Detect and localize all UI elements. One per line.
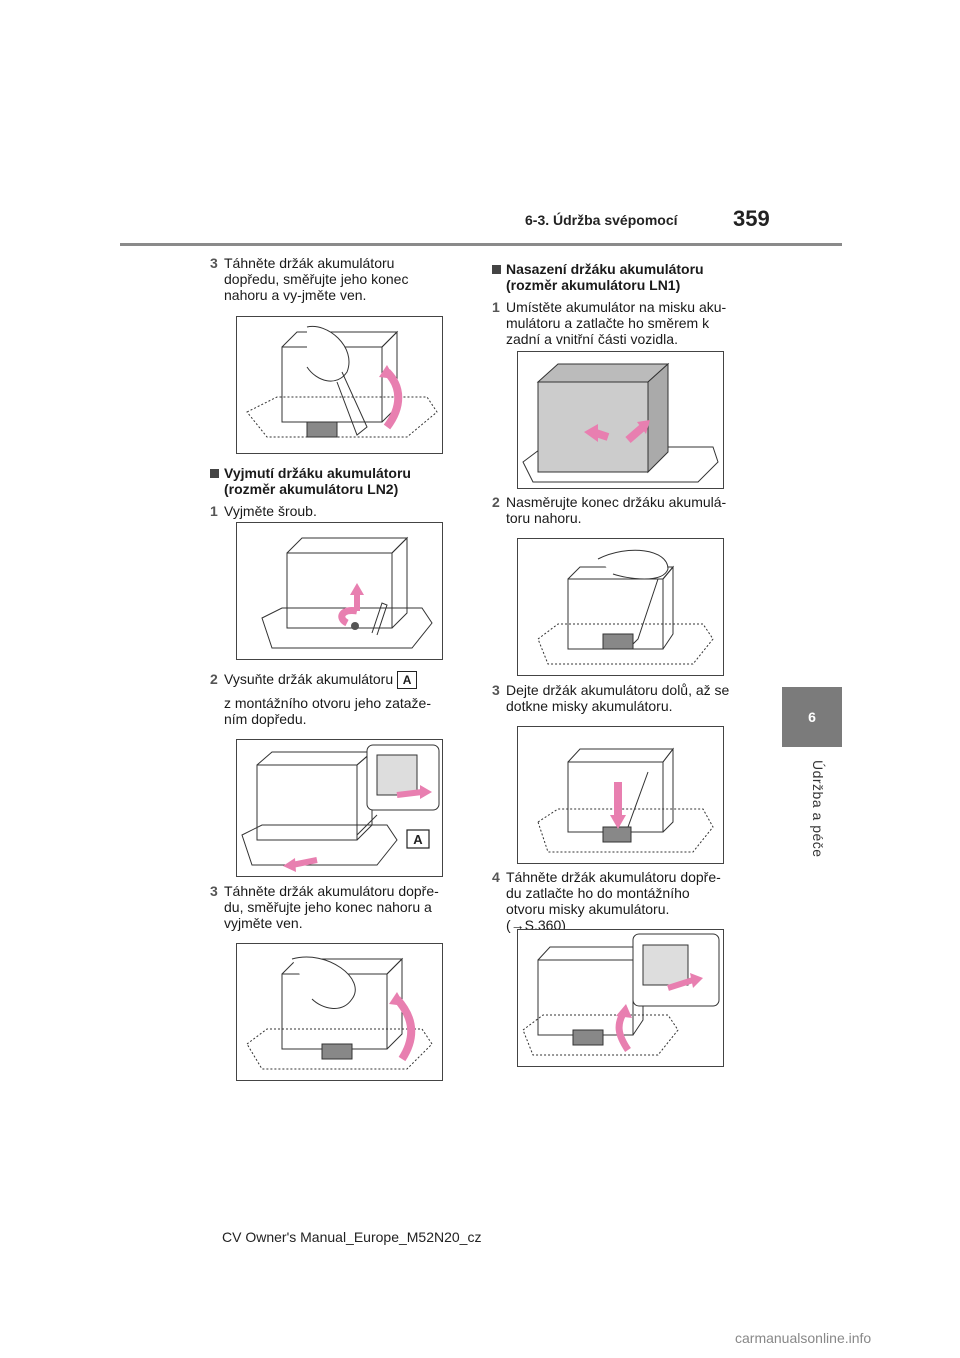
battery-raise-illustration <box>537 549 714 665</box>
step-1: 1 Umístěte akumulátor na misku aku-mulát… <box>492 299 732 347</box>
battery-hand-illustration-2 <box>246 956 433 1070</box>
left-column: 3 Táhněte držák akumulátoru dopředu, smě… <box>210 255 450 309</box>
square-bullet-icon <box>492 265 501 274</box>
step-text: Táhněte držák akumulátoru dopředu, směřu… <box>224 255 409 303</box>
right-column-ln1: Nasazení držáku akumulátoru (rozměr akum… <box>492 255 732 353</box>
step-number: 3 <box>210 883 218 899</box>
right-column-step4: 4 Táhněte držák akumulátoru dopře-du zat… <box>492 869 732 939</box>
label-a: A <box>413 832 423 847</box>
battery-insert-illustration <box>522 933 720 1056</box>
label-a-badge: A <box>397 671 418 690</box>
step-text: Táhněte držák akumulátoru dopře-du, směř… <box>224 883 439 931</box>
illustration-lower-holder <box>517 726 724 864</box>
step-number: 3 <box>210 255 218 271</box>
illustration-insert-holder <box>517 929 724 1067</box>
step-number: 3 <box>492 682 500 698</box>
step-number: 1 <box>492 299 500 315</box>
heading-text: Vyjmutí držáku akumulátoru (rozměr akumu… <box>224 465 411 497</box>
section-heading-ln2: Vyjmutí držáku akumulátoru (rozměr akumu… <box>210 465 450 497</box>
step-text: Vyjměte šroub. <box>224 503 317 519</box>
manual-footer: CV Owner's Manual_Europe_M52N20_cz <box>222 1229 482 1245</box>
left-column-ln2: Vyjmutí držáku akumulátoru (rozměr akumu… <box>210 459 450 525</box>
step-text: Dejte držák akumulátoru dolů, až se dotk… <box>506 682 730 714</box>
square-bullet-icon <box>210 469 219 478</box>
right-column-step3: 3 Dejte držák akumulátoru dolů, až se do… <box>492 682 732 720</box>
illustration-place-battery <box>517 351 724 489</box>
section-heading-ln1: Nasazení držáku akumulátoru (rozměr akum… <box>492 261 732 293</box>
battery-lower-illustration <box>537 747 714 853</box>
battery-tray-illustration <box>522 362 719 483</box>
illustration-pull-holder <box>236 316 443 454</box>
step-2-continuation: z montážního otvoru jeho zataže-ním dopř… <box>224 695 432 728</box>
chapter-tab: 6 <box>782 687 842 747</box>
right-column-step2: 2 Nasměrujte konec držáku akumulá-toru n… <box>492 494 732 532</box>
heading-text: Nasazení držáku akumulátoru (rozměr akum… <box>506 261 704 293</box>
step-3a: 3 Táhněte držák akumulátoru dopředu, smě… <box>210 255 450 303</box>
step-3: 3 Dejte držák akumulátoru dolů, až se do… <box>492 682 732 714</box>
step-text: Umístěte akumulátor na misku aku-mulátor… <box>506 299 727 347</box>
battery-slide-illustration: A <box>241 744 440 872</box>
step-2: 2 Nasměrujte konec držáku akumulá-toru n… <box>492 494 732 526</box>
step-4: 4 Táhněte držák akumulátoru dopře-du zat… <box>492 869 732 933</box>
battery-screw-illustration <box>261 536 433 649</box>
step-number: 1 <box>210 503 218 519</box>
step-text: Táhněte držák akumulátoru dopře-du zatla… <box>506 869 721 933</box>
step-number: 2 <box>210 671 218 687</box>
chapter-label: Údržba a péče <box>810 760 826 858</box>
step-number: 4 <box>492 869 500 885</box>
illustration-slide-holder: A <box>236 739 443 877</box>
page-number: 359 <box>733 206 770 231</box>
battery-hand-illustration <box>246 325 438 438</box>
header-divider <box>120 243 842 246</box>
illustration-raise-holder <box>517 538 724 676</box>
illustration-pull-holder-2 <box>236 943 443 1081</box>
illustration-remove-screw <box>236 522 443 660</box>
step-3b: 3 Táhněte držák akumulátoru dopře-du, sm… <box>210 883 450 931</box>
step-text: Nasměrujte konec držáku akumulá-toru nah… <box>506 494 727 526</box>
step-text-main: Vysuňte držák akumulátoru <box>224 671 394 687</box>
left-column-step3b: 3 Táhněte držák akumulátoru dopře-du, sm… <box>210 883 450 937</box>
section-title: 6-3. Údržba svépomocí <box>525 212 678 228</box>
watermark: carmanualsonline.info <box>735 1330 872 1346</box>
step-1: 1 Vyjměte šroub. <box>210 503 450 519</box>
step-number: 2 <box>492 494 500 510</box>
